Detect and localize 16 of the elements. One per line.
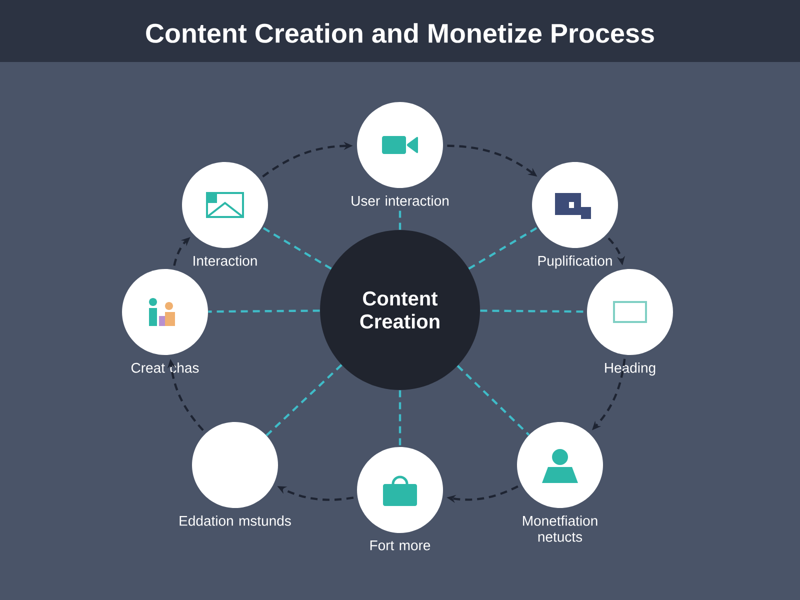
connector-line	[456, 365, 530, 436]
step-label: Interaction	[194, 256, 257, 266]
step-label: Monetfiation netucts	[523, 516, 598, 542]
step-label: Heading	[605, 362, 656, 376]
connector-line	[398, 390, 402, 447]
title-bar: Content Creation and Monetize Process	[0, 0, 800, 62]
connector-line	[266, 364, 342, 436]
step-label: User interaction	[352, 196, 448, 206]
connector-line	[261, 226, 332, 270]
connector-line	[468, 226, 539, 270]
step-label: Creat chas	[131, 362, 199, 373]
step-label: Puplification	[538, 256, 612, 269]
step-label: Eddation mstunds	[180, 516, 291, 526]
connector-line	[398, 209, 402, 230]
step-label: Fort more	[370, 540, 430, 550]
connector-line	[208, 310, 320, 313]
